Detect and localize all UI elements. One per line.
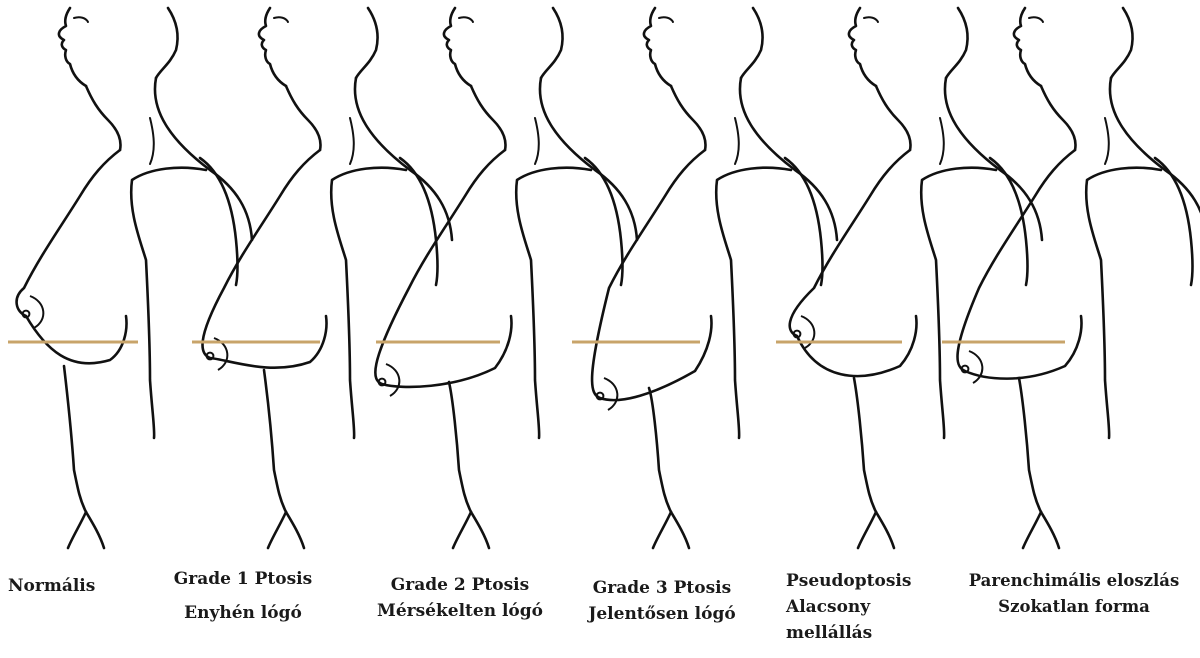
back-outline: [331, 168, 406, 438]
caption-grade2: Grade 2 Ptosis Mérsékelten lógó: [365, 572, 555, 624]
abdomen-outline: [1019, 378, 1041, 512]
head-back-outline: [741, 8, 763, 78]
thigh-outline: [858, 512, 876, 548]
figure-pseudoptosis: [790, 8, 1042, 548]
areola-outline: [386, 364, 399, 396]
thigh-outline: [653, 512, 671, 548]
thigh-outline: [68, 512, 86, 548]
face-profile-outline: [644, 8, 671, 86]
face-profile-outline: [1014, 8, 1041, 86]
arm-outline: [785, 158, 823, 285]
hip-outline: [671, 512, 689, 548]
figure-grade3: [592, 8, 837, 548]
abdomen-outline: [854, 378, 876, 512]
neck-front-outline: [286, 86, 321, 150]
caption-line: Grade 1 Ptosis: [168, 566, 318, 592]
breast-outline: [375, 150, 511, 387]
arm-outline: [1155, 158, 1193, 285]
head-back-outline: [356, 8, 378, 78]
breast-outline: [17, 150, 127, 363]
back-outline: [716, 168, 791, 438]
caption-grade1: Grade 1 Ptosis Enyhén lógó: [168, 566, 318, 626]
neck-front-outline: [86, 86, 121, 150]
eye-outline: [659, 17, 673, 22]
clavicle-outline: [735, 118, 739, 164]
abdomen-outline: [449, 382, 471, 512]
caption-line: Parenchimális eloszlás: [948, 568, 1200, 594]
areola-outline: [604, 378, 617, 410]
face-profile-outline: [849, 8, 876, 86]
arm-outline: [200, 158, 238, 285]
arm-outline: [400, 158, 438, 285]
hip-outline: [86, 512, 104, 548]
eye-outline: [864, 17, 878, 22]
clavicle-outline: [1105, 118, 1109, 164]
caption-grade3: Grade 3 Ptosis Jelentősen lógó: [572, 575, 752, 627]
face-profile-outline: [259, 8, 286, 86]
breast-outline: [957, 150, 1081, 379]
caption-normal: Normális: [8, 573, 95, 599]
neck-front-outline: [1041, 86, 1076, 150]
caption-parenchimal: Parenchimális eloszlás Szokatlan forma: [948, 568, 1200, 620]
back-outline: [131, 168, 206, 438]
caption-line: Enyhén lógó: [168, 600, 318, 626]
back-outline: [516, 168, 591, 438]
abdomen-outline: [64, 366, 86, 512]
caption-pseudoptosis: Pseudoptosis Alacsony mellállás: [786, 568, 911, 646]
caption-line: Alacsony: [786, 594, 911, 620]
areola-outline: [969, 351, 982, 383]
eye-outline: [1029, 17, 1043, 22]
caption-line: Mérsékelten lógó: [365, 598, 555, 624]
caption-line: Grade 3 Ptosis: [572, 575, 752, 601]
caption-line: Pseudoptosis: [786, 568, 911, 594]
eye-outline: [274, 17, 288, 22]
clavicle-outline: [535, 118, 539, 164]
head-back-outline: [946, 8, 968, 78]
thigh-outline: [1023, 512, 1041, 548]
neck-front-outline: [876, 86, 911, 150]
head-back-outline: [1111, 8, 1133, 78]
abdomen-outline: [649, 388, 671, 512]
clavicle-outline: [350, 118, 354, 164]
caption-line: Grade 2 Ptosis: [365, 572, 555, 598]
neck-front-outline: [671, 86, 706, 150]
breast-outline: [592, 150, 711, 400]
face-profile-outline: [444, 8, 471, 86]
figure-normal: [17, 8, 252, 548]
hip-outline: [471, 512, 489, 548]
clavicle-outline: [150, 118, 154, 164]
figure-parenchimal: [957, 8, 1200, 548]
back-outline: [921, 168, 996, 438]
arm-outline: [585, 158, 623, 285]
eye-outline: [74, 17, 88, 22]
caption-line: Jelentősen lógó: [572, 601, 752, 627]
head-back-outline: [156, 8, 178, 78]
hip-outline: [1041, 512, 1059, 548]
back-outline: [1086, 168, 1161, 438]
caption-line: Normális: [8, 573, 95, 599]
abdomen-outline: [264, 370, 286, 512]
clavicle-outline: [940, 118, 944, 164]
caption-line: Szokatlan forma: [948, 594, 1200, 620]
figure-grade2: [375, 8, 637, 548]
thigh-outline: [268, 512, 286, 548]
neck-front-outline: [471, 86, 506, 150]
head-back-outline: [541, 8, 563, 78]
hip-outline: [876, 512, 894, 548]
areola-outline: [30, 296, 43, 328]
caption-line: mellállás: [786, 620, 911, 646]
eye-outline: [459, 17, 473, 22]
face-profile-outline: [59, 8, 86, 86]
thigh-outline: [453, 512, 471, 548]
hip-outline: [286, 512, 304, 548]
arm-outline: [990, 158, 1028, 285]
